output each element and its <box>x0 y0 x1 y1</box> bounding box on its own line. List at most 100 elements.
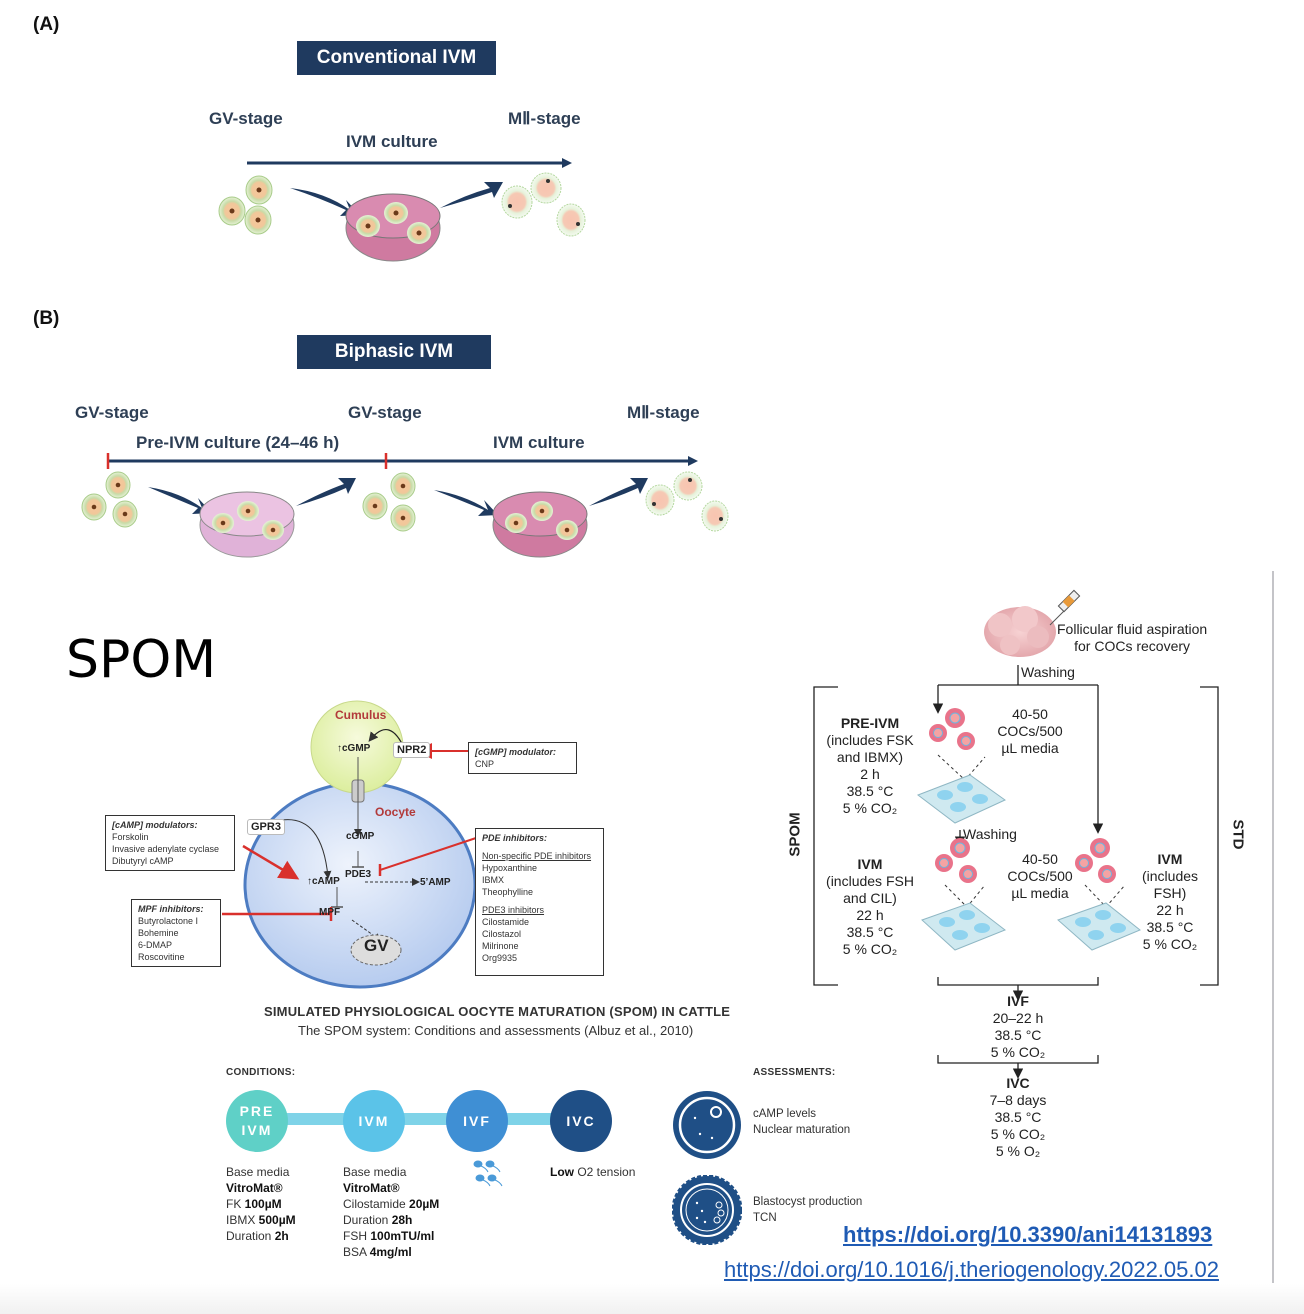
panel-a-end-stage: MⅡ-stage <box>508 109 581 128</box>
assessment-line: TCN <box>753 1212 777 1224</box>
cumulus-label: Cumulus <box>335 708 387 722</box>
step-detail: 38.5 °C <box>846 924 894 940</box>
step-name: IVF <box>1007 993 1029 1009</box>
curved-arrow-out <box>440 182 503 208</box>
spom-side-label: SPOM <box>786 812 804 857</box>
detail-line: Duration 28h <box>343 1213 413 1227</box>
culture-plate-pre-ivm <box>916 774 1006 824</box>
ivc-details: Low O2 tension <box>550 1165 636 1179</box>
density-label-1: 40-50 COCs/500 µL media <box>990 706 1070 757</box>
detail-line: Base media <box>226 1165 290 1179</box>
pde-inhibitors-box: PDE inhibitors: Non-specific PDE inhibit… <box>475 828 604 976</box>
pre-ivm-details: Base media VitroMat® FK 100µM IBMX 500µM… <box>226 1164 296 1244</box>
step-ivm: IVM <box>343 1090 405 1152</box>
detail-line: VitroMat® <box>226 1181 283 1195</box>
timeline-arrow <box>247 158 572 168</box>
spom-heading: SPOM <box>66 630 217 690</box>
doi-link-ani[interactable]: https://doi.org/10.3390/ani14131893 <box>843 1222 1213 1247</box>
step-name: IVM <box>857 856 883 872</box>
step-detail: 5 % O₂ <box>995 1143 1041 1159</box>
oocyte-label: Oocyte <box>375 805 416 819</box>
step-detail: 7–8 days <box>989 1092 1047 1108</box>
step-label: IVM <box>241 1122 273 1138</box>
mpf-inhibitor-item: Butyrolactone I <box>138 916 199 926</box>
step-detail: 5 % CO₂ <box>990 1126 1046 1142</box>
step-detail: (includes <box>1141 868 1199 884</box>
step-detail: (includes FSH <box>826 873 914 889</box>
sperm-icon <box>473 1160 503 1187</box>
step-detail: 5 % CO₂ <box>842 941 898 957</box>
detail-line: BSA 4mg/ml <box>343 1245 412 1259</box>
std-bracket <box>1200 686 1219 986</box>
assessment-2-text: Blastocyst production TCN <box>753 1194 862 1226</box>
curved-arrow-out-1 <box>296 478 356 506</box>
detail-line: FSH 100mTU/ml <box>343 1229 435 1243</box>
culture-dish <box>345 193 441 262</box>
camp-modulator-item: Dibutyryl cAMP <box>112 856 174 866</box>
detail-line: Cilostamide 20µM <box>343 1197 440 1211</box>
step-detail: and IBMX) <box>836 749 904 765</box>
assessments-heading: ASSESSMENTS: <box>753 1067 836 1078</box>
mpf-inhibitor-item: 6-DMAP <box>138 940 173 950</box>
camp-modulators-title: [cAMP] modulators: <box>112 820 198 830</box>
gpr3-receptor: GPR3 <box>247 819 285 835</box>
density-line: COCs/500 <box>1007 868 1073 884</box>
panel-b-stage-3: MⅡ-stage <box>627 403 700 422</box>
step-label: IVM <box>358 1112 390 1129</box>
camp-up-label: ↑cAMP <box>307 876 340 887</box>
panel-b-label: (B) <box>33 308 60 329</box>
conditions-heading: CONDITIONS: <box>226 1067 296 1078</box>
doi-link-theriogenology[interactable]: https://doi.org/10.1016/j.theriogenology… <box>724 1257 1219 1282</box>
mii-oocyte-group <box>501 172 586 237</box>
pde-inhibitor-item: Milrinone <box>482 941 519 951</box>
spom-bracket <box>813 686 838 986</box>
step-ivf: IVF <box>446 1090 508 1152</box>
step-name: IVC <box>1006 1075 1030 1091</box>
cgmp-modulator-box: [cGMP] modulator: CNP <box>468 742 577 774</box>
density-line: µL media <box>1011 885 1069 901</box>
detail-line: FK 100µM <box>226 1197 282 1211</box>
gv-label: GV <box>364 936 389 955</box>
pde-inhibitors-title: PDE inhibitors: <box>482 833 547 843</box>
pde-inhibitor-item: IBMX <box>482 875 505 885</box>
ivf-conditions: IVF 20–22 h 38.5 °C 5 % CO₂ <box>978 993 1058 1061</box>
source-label: Follicular fluid aspiration for COCs rec… <box>1057 621 1207 655</box>
step-detail: 22 h <box>1156 902 1184 918</box>
step-detail: and CIL) <box>843 890 897 906</box>
source-label-line: for COCs recovery <box>1074 638 1191 654</box>
camp-modulators-box: [cAMP] modulators: Forskolin Invasive ad… <box>105 815 235 871</box>
panel-b-title: Biphasic IVM <box>297 335 491 369</box>
assessment-line: Nuclear maturation <box>753 1124 851 1136</box>
step-detail: 38.5 °C <box>846 783 894 799</box>
gv-oocyte-group <box>218 175 273 235</box>
curved-arrow-in-2 <box>434 490 498 516</box>
blastocyst-assessment-icon <box>672 1175 742 1245</box>
ivc-conditions: IVC 7–8 days 38.5 °C 5 % CO₂ 5 % O₂ <box>978 1075 1058 1160</box>
mpf-inhibitor-item: Roscovitine <box>138 952 185 962</box>
step-detail: 38.5 °C <box>1146 919 1194 935</box>
curved-arrow-out-2 <box>589 478 648 506</box>
step-label: IVC <box>566 1112 596 1129</box>
pde-inhibitor-item: Cilostazol <box>482 929 522 939</box>
panel-b-culture-1: Pre-IVM culture (24–46 h) <box>136 433 340 452</box>
coc-group-ivm-std <box>1075 838 1116 883</box>
pde-inhibitor-item: Cilostamide <box>482 917 530 927</box>
coc-group-pre-ivm <box>929 708 975 750</box>
pre-ivm-dish <box>199 491 295 558</box>
density-line: COCs/500 <box>997 723 1063 739</box>
summary-subtitle: The SPOM system: Conditions and assessme… <box>298 1023 694 1038</box>
panel-b-stage-2: GV-stage <box>348 403 422 422</box>
detail-line: VitroMat® <box>343 1181 400 1195</box>
pde-group2-title: PDE3 inhibitors <box>482 905 545 915</box>
pre-ivm-conditions: PRE-IVM (includes FSK and IBMX) 2 h 38.5… <box>820 715 920 817</box>
step-label: IVF <box>463 1112 491 1129</box>
panel-a-start-stage: GV-stage <box>209 109 283 128</box>
protocol-flow-lines <box>813 589 1219 1079</box>
panel-b-culture-2: IVM culture <box>493 433 585 452</box>
assessment-line: Blastocyst production <box>753 1196 863 1208</box>
panel-b-stage-1: GV-stage <box>75 403 149 422</box>
washing-label-1: Washing <box>1021 664 1075 680</box>
step-detail: 38.5 °C <box>994 1109 1042 1125</box>
content-divider <box>1272 571 1274 1283</box>
